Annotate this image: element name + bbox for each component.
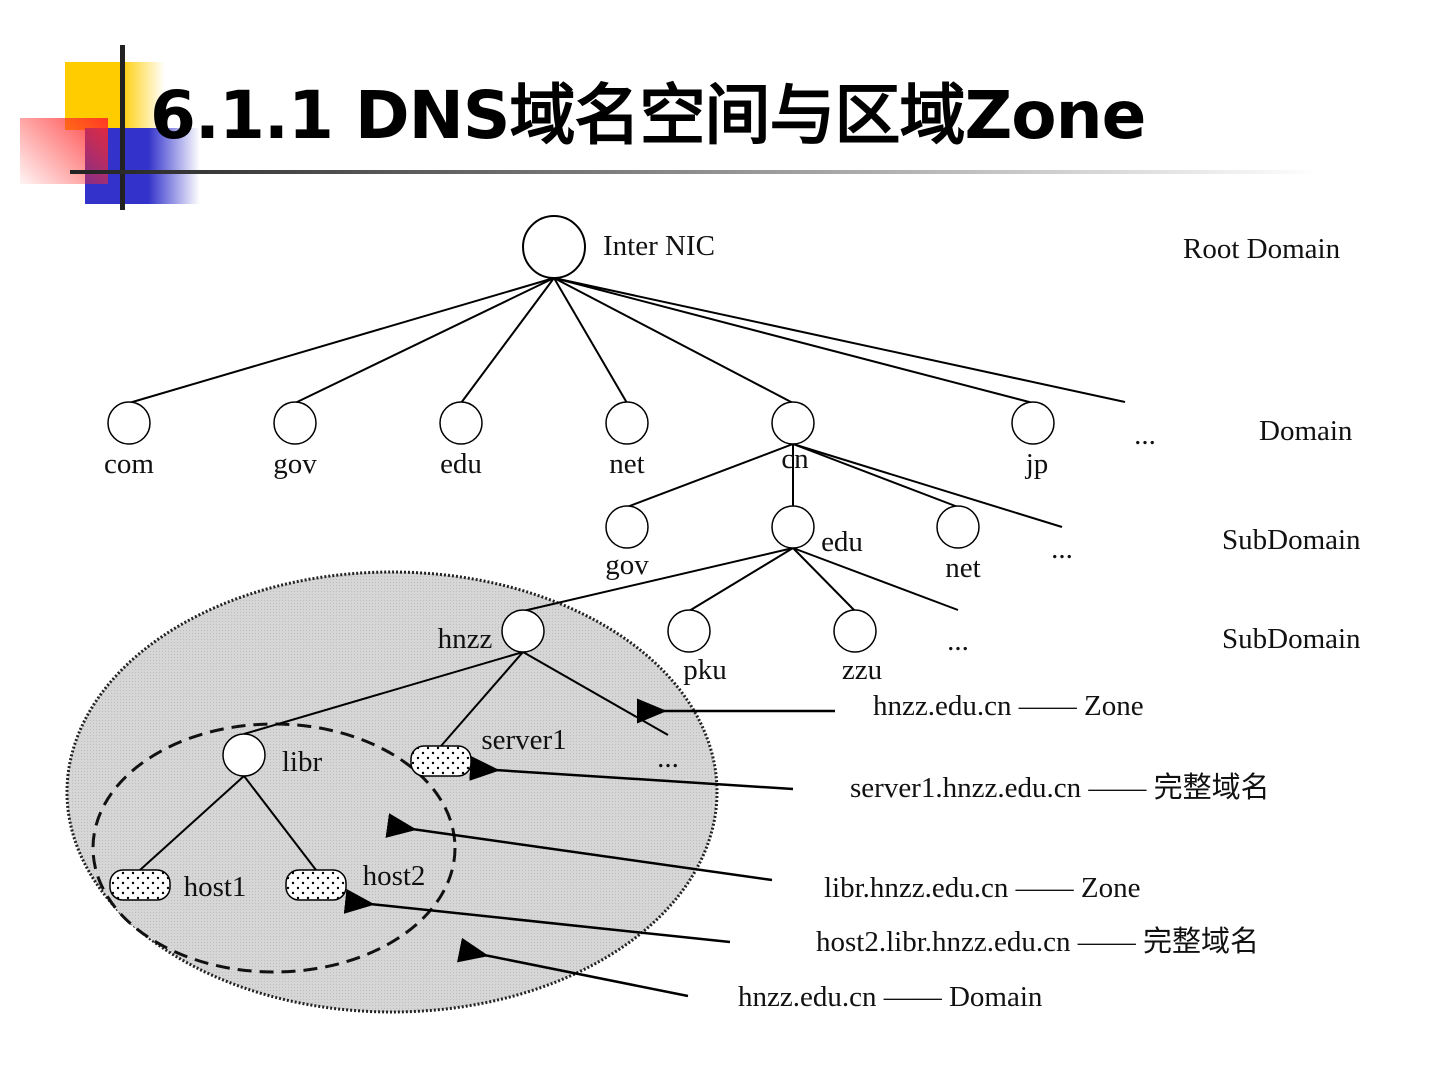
libr-zone-ellipse [91,722,457,974]
label-cn-gov: gov [605,549,649,581]
label-more-cn: ... [1051,533,1073,565]
host-server1-box [410,745,472,777]
node-net [605,401,649,445]
label-more-domains: ... [1134,419,1156,451]
annotation-server1-fqdn: server1.hnzz.edu.cn —— 完整域名 [850,771,1270,804]
label-gov: gov [273,448,317,480]
label-server1: server1 [481,724,566,756]
node-cn [771,401,815,445]
node-gov [273,401,317,445]
arrow-libr-zone [385,813,773,882]
label-libr: libr [282,746,323,778]
label-net: net [609,448,644,480]
level-subdomain-1: SubDomain [1222,524,1361,556]
slide-title: 6.1.1 DNS域名空间与区域Zone [150,77,1146,154]
label-more-edu: ... [947,625,969,657]
title-vertical-line [120,45,125,210]
annotation-hnzz-zone: hnzz.edu.cn —— Zone [873,690,1144,722]
label-more-hnzz: ... [657,742,679,774]
arrow-server1 [469,755,794,791]
label-host1: host1 [184,871,247,903]
root-node [522,215,586,279]
label-cn-edu: edu [821,526,863,558]
level-subdomain-2: SubDomain [1222,623,1361,655]
node-cn-edu [771,505,815,549]
label-root: Inter NIC [603,230,715,262]
node-hnzz [501,609,545,653]
host-host1-box [109,869,171,901]
node-jp [1011,401,1055,445]
node-libr [222,733,266,777]
level-root-domain: Root Domain [1183,233,1341,265]
label-cn-net: net [945,552,980,584]
annotation-hnzz-domain: hnzz.edu.cn —— Domain [738,981,1043,1013]
arrow-hnzz-domain [457,937,689,998]
label-pku: pku [683,654,727,686]
node-edu [439,401,483,445]
label-cn: cn [781,443,809,475]
tree-edges [128,277,1126,871]
title-underline [70,170,1320,174]
level-domain: Domain [1259,415,1353,447]
annotation-libr-zone: libr.hnzz.edu.cn —— Zone [824,872,1141,904]
node-pku [667,609,711,653]
node-cn-gov [605,505,649,549]
node-cn-net [936,505,980,549]
host-host2-box [285,869,347,901]
label-jp: jp [1025,448,1049,480]
label-host2: host2 [363,860,426,892]
node-com [107,401,151,445]
label-com: com [104,448,154,480]
arrow-host2 [343,888,731,944]
node-zzu [833,609,877,653]
label-edu: edu [440,448,482,480]
label-zzu: zzu [842,654,882,686]
label-hnzz: hnzz [438,623,493,655]
annotation-host2-fqdn: host2.libr.hnzz.edu.cn —— 完整域名 [816,925,1259,958]
